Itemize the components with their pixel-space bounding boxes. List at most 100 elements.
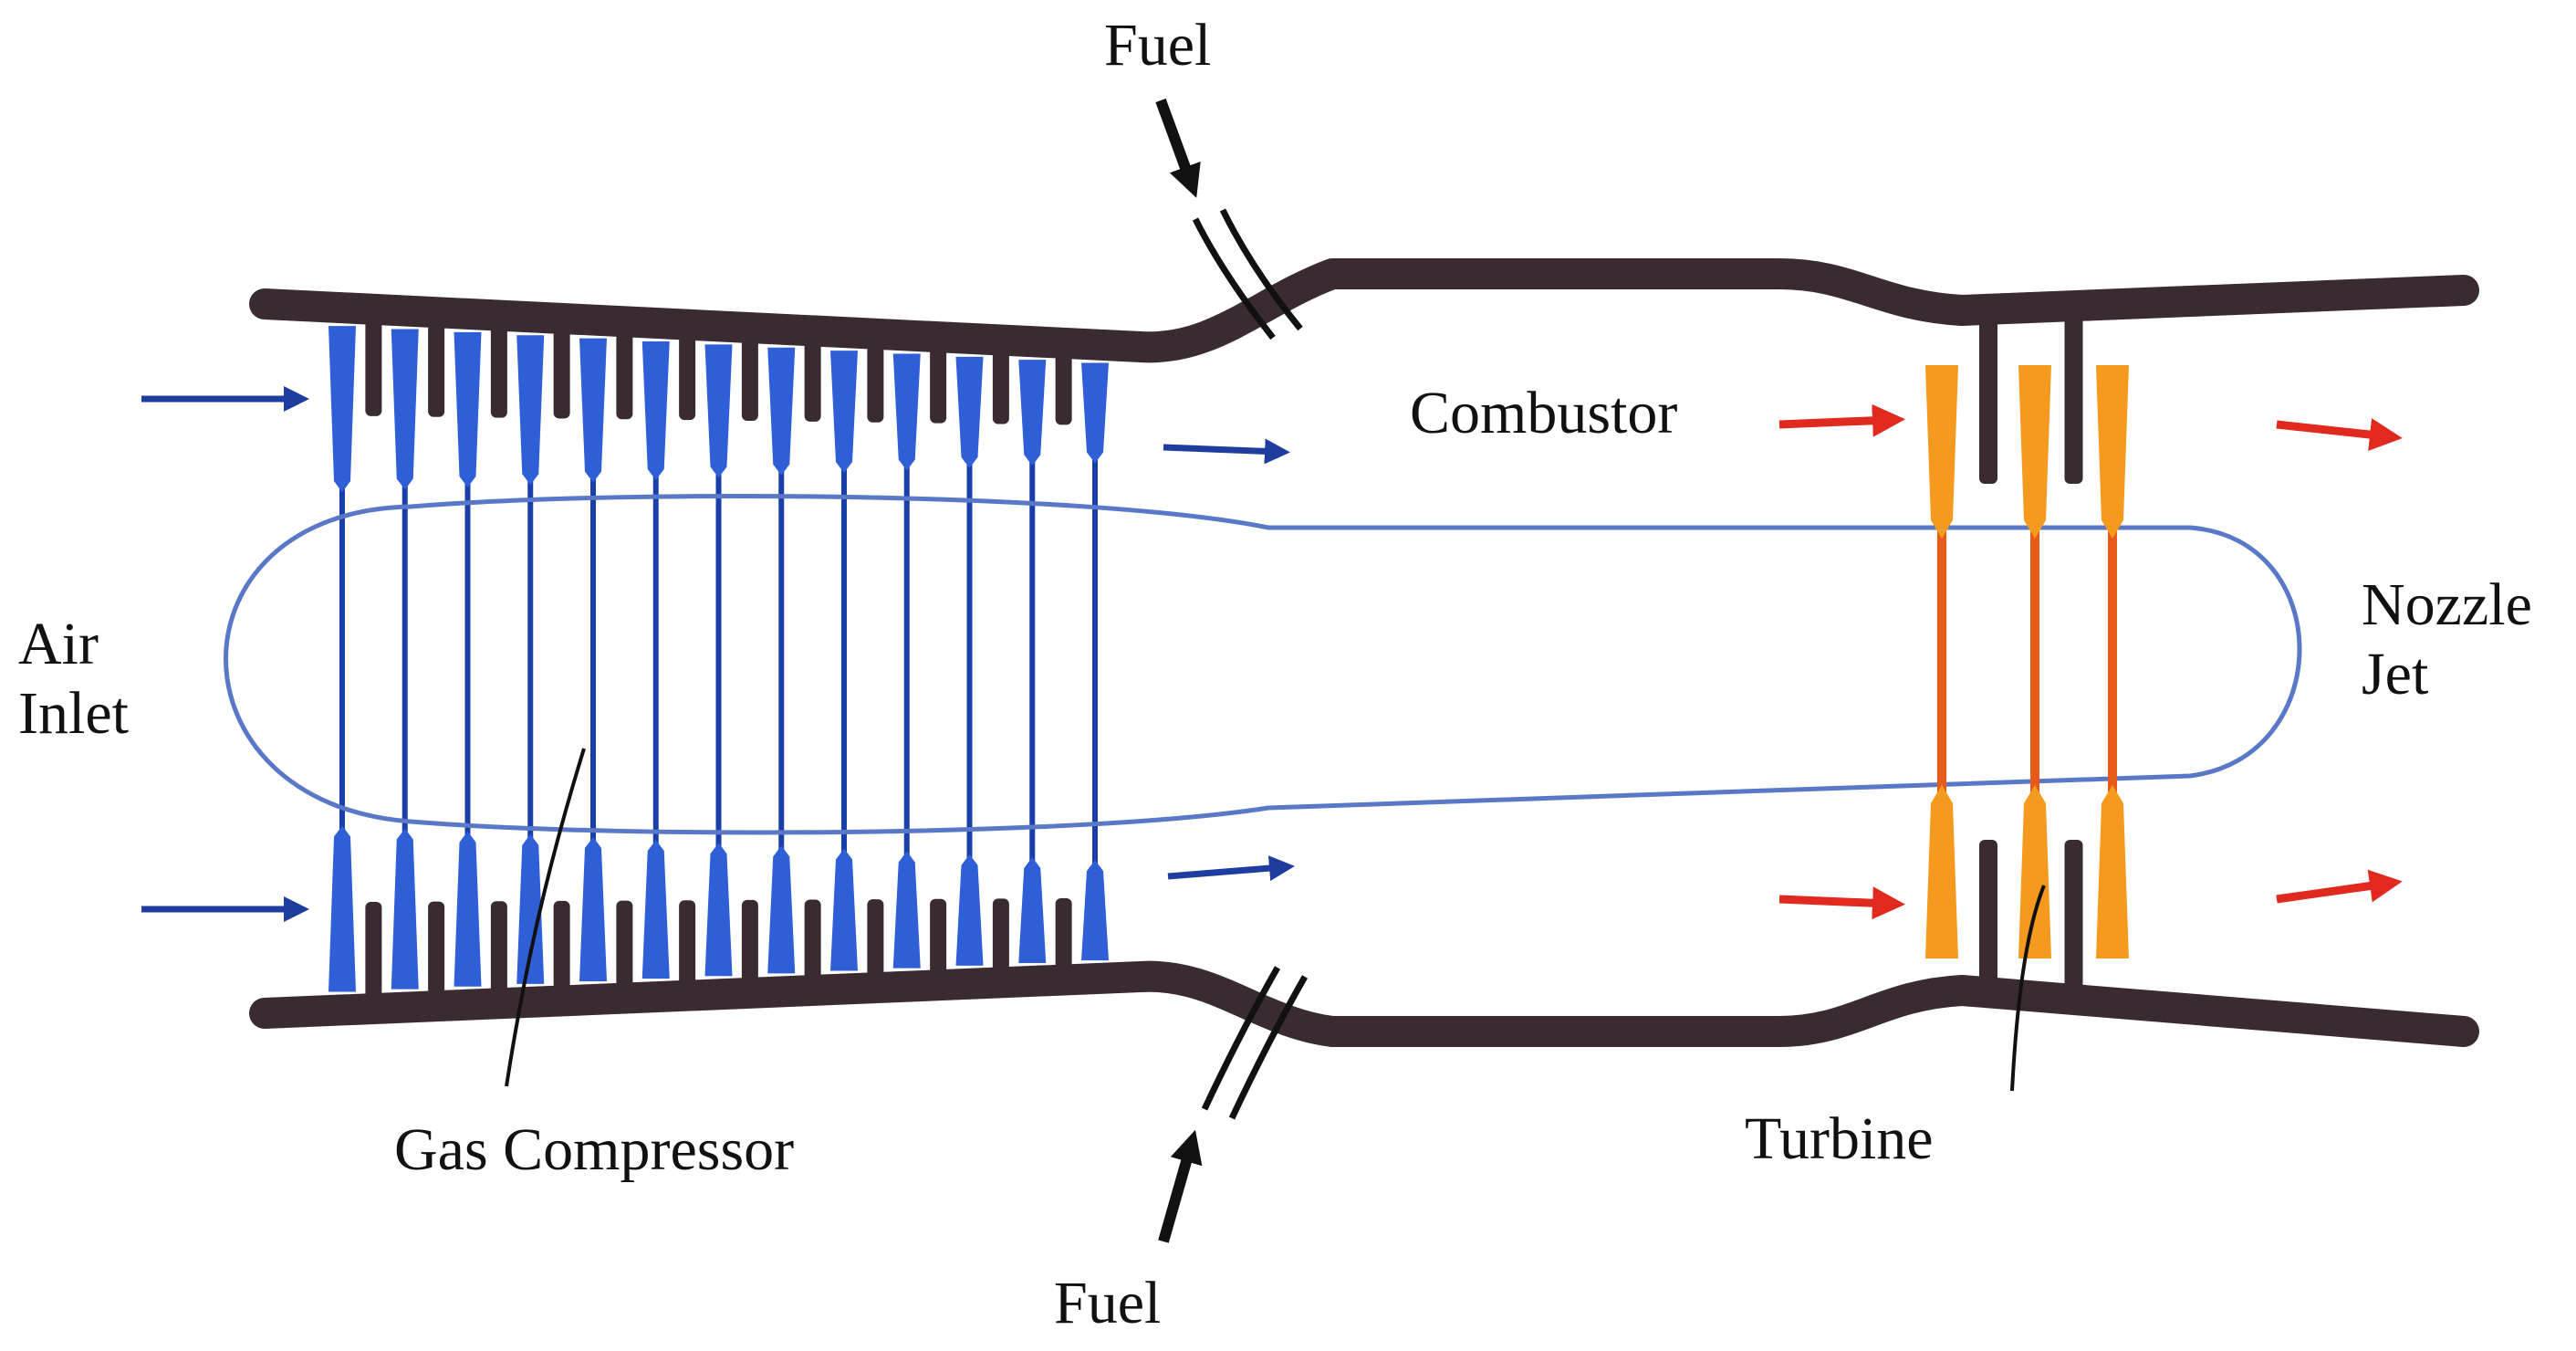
compressor-blade-bottom-7 [704, 843, 733, 977]
compressor-stage-5 [579, 338, 607, 981]
turbine-stator-bottom-1 [1979, 840, 1997, 995]
compressor-blade-top-6 [641, 340, 670, 480]
compressor-blade-bottom-4 [516, 833, 545, 984]
compressor-blade-top-10 [892, 353, 921, 471]
compressor-blade-top-9 [830, 351, 858, 474]
turbine-blade-top-1 [1925, 365, 1958, 539]
compressor-stage-6 [641, 340, 670, 979]
label-combustor: Combustor [1410, 380, 1678, 446]
compressor-stage-1 [329, 326, 356, 992]
turbine-blade-bottom-2 [2018, 785, 2051, 958]
label-gas-compressor: Gas Compressor [394, 1116, 795, 1183]
turbine-leader [2010, 885, 2046, 1092]
compressor-blade-top-11 [955, 356, 984, 468]
compressor-stage-9 [830, 351, 858, 971]
turbine-in-arrow-bottom [1778, 886, 1905, 920]
stator-top-6 [679, 335, 696, 421]
fuel-arrows [1155, 98, 1203, 1243]
stator-top-8 [804, 341, 821, 422]
casing-top [249, 258, 2479, 363]
turbine-in-arrow-top [1778, 403, 1905, 437]
compressor-blade-bottom-5 [579, 837, 607, 981]
shaft-outline [224, 493, 2302, 835]
compressor-stage-10 [892, 353, 921, 969]
turbine-stage-1 [1925, 310, 1997, 995]
compressor-blade-bottom-8 [767, 845, 796, 974]
turbine-blade-top-2 [2018, 365, 2051, 539]
stator-bottom-6 [679, 900, 696, 985]
compressor-blade-top-13 [1081, 362, 1109, 464]
compressor-stage-2 [391, 329, 419, 990]
compressor-blade-bottom-12 [1018, 856, 1047, 963]
label-turbine: Turbine [1745, 1105, 1934, 1172]
compressor-blade-top-7 [704, 344, 733, 478]
stator-bottom-8 [804, 899, 821, 979]
compressor-stage-7 [704, 344, 733, 977]
compressor-blade-top-8 [767, 347, 796, 476]
stator-top-12 [1055, 353, 1072, 425]
fuel-arrow-bottom [1158, 1129, 1203, 1243]
stator-bottom-1 [365, 902, 382, 999]
compressor-stage-12 [1018, 360, 1047, 963]
fuel-injector-top [1192, 208, 1303, 340]
compressor-blade-bottom-3 [454, 831, 482, 987]
stator-top-4 [553, 329, 570, 419]
stator-top-7 [741, 339, 758, 422]
engine-casing [249, 258, 2479, 1047]
label-air-inlet-line1: Air [18, 611, 99, 677]
compressor-leader [505, 748, 586, 1087]
compressor-blade-top-12 [1018, 360, 1047, 466]
leader-lines [505, 748, 2046, 1092]
exhaust-arrow-bottom [2276, 869, 2403, 904]
casing-bottom [249, 960, 2479, 1047]
stator-top-2 [428, 323, 445, 417]
compressor-blade-bottom-1 [329, 825, 356, 992]
compressor-blade-bottom-10 [892, 851, 921, 969]
compressor-blade-top-3 [454, 331, 482, 487]
stator-bottom-10 [930, 898, 947, 975]
label-nozzle-jet: Nozzle Jet [2362, 571, 2532, 709]
turbine-stage-3 [2096, 365, 2129, 958]
turbine-stator-top-2 [2064, 310, 2083, 484]
label-nozzle-jet-line2: Jet [2362, 640, 2429, 707]
turbine-blade-bottom-3 [2096, 785, 2129, 958]
turbine-stator-top-1 [1979, 310, 1997, 484]
stator-bottom-5 [616, 900, 633, 988]
stator-bottom-3 [490, 901, 507, 993]
stator-top-3 [490, 326, 507, 418]
compressor-blade-bottom-9 [830, 848, 858, 971]
compressor-blade-top-5 [579, 338, 607, 483]
turbine-blade-bottom-1 [1925, 785, 1958, 958]
stator-bottom-2 [428, 901, 445, 996]
compressor-exit-arrow-top [1163, 438, 1290, 465]
compressor-stage-13 [1081, 362, 1109, 961]
stator-top-1 [365, 319, 382, 416]
compressor-blade-bottom-13 [1081, 860, 1109, 961]
stator-bottom-11 [992, 898, 1009, 972]
label-air-inlet: Air Inlet [18, 610, 129, 749]
label-nozzle-jet-line1: Nozzle [2362, 571, 2532, 638]
label-fuel-bottom: Fuel [1054, 1270, 1162, 1336]
stator-bottom-4 [553, 900, 570, 990]
stator-bottom-7 [741, 899, 758, 982]
compressor-blade-bottom-11 [955, 854, 984, 966]
compressor-blade-top-2 [391, 329, 419, 490]
compressor-exit-arrow-bottom [1167, 855, 1295, 882]
hot-gas-arrows [1778, 403, 2403, 920]
compressor-stage-11 [955, 356, 984, 966]
compressor-blades [329, 326, 1109, 992]
stator-top-9 [867, 344, 884, 423]
compressor-blade-top-1 [329, 326, 356, 493]
compressor-stage-4 [516, 335, 545, 984]
compressor-stage-3 [454, 331, 482, 987]
stator-bottom-9 [867, 899, 884, 978]
compressor-blade-bottom-2 [391, 828, 419, 990]
compressor-stators [365, 319, 1072, 999]
stator-top-10 [930, 348, 947, 424]
turbine-blades [1925, 310, 2129, 995]
label-fuel-top: Fuel [1104, 12, 1212, 79]
turbine-stator-bottom-2 [2064, 840, 2083, 995]
exhaust-arrow-top [2276, 418, 2403, 451]
stator-bottom-12 [1055, 898, 1072, 969]
